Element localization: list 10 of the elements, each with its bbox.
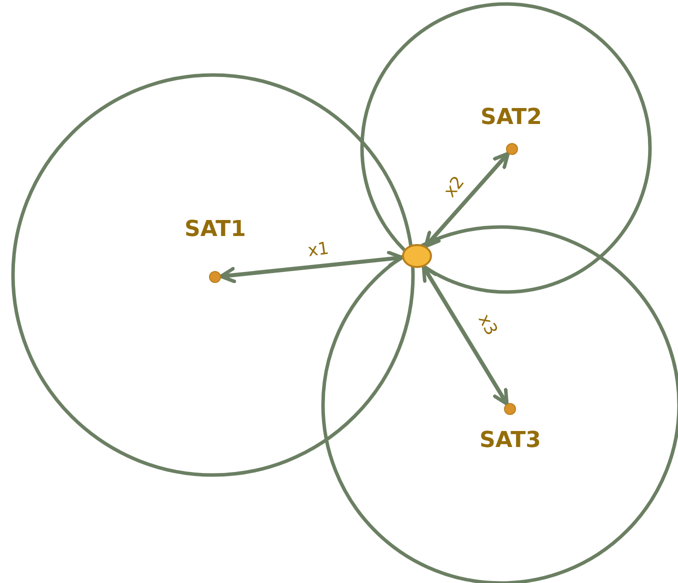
satellite-label: SAT1 bbox=[184, 217, 246, 243]
double-arrow bbox=[422, 265, 509, 406]
satellite-dot bbox=[209, 271, 221, 283]
double-arrow bbox=[424, 152, 510, 248]
receiver-dot bbox=[402, 244, 432, 268]
satellite-label: SAT2 bbox=[480, 105, 542, 131]
satellite-dot bbox=[506, 143, 518, 155]
satellite-label: SAT3 bbox=[480, 428, 541, 454]
satellite-dot bbox=[504, 403, 516, 415]
double-arrow bbox=[219, 250, 404, 284]
